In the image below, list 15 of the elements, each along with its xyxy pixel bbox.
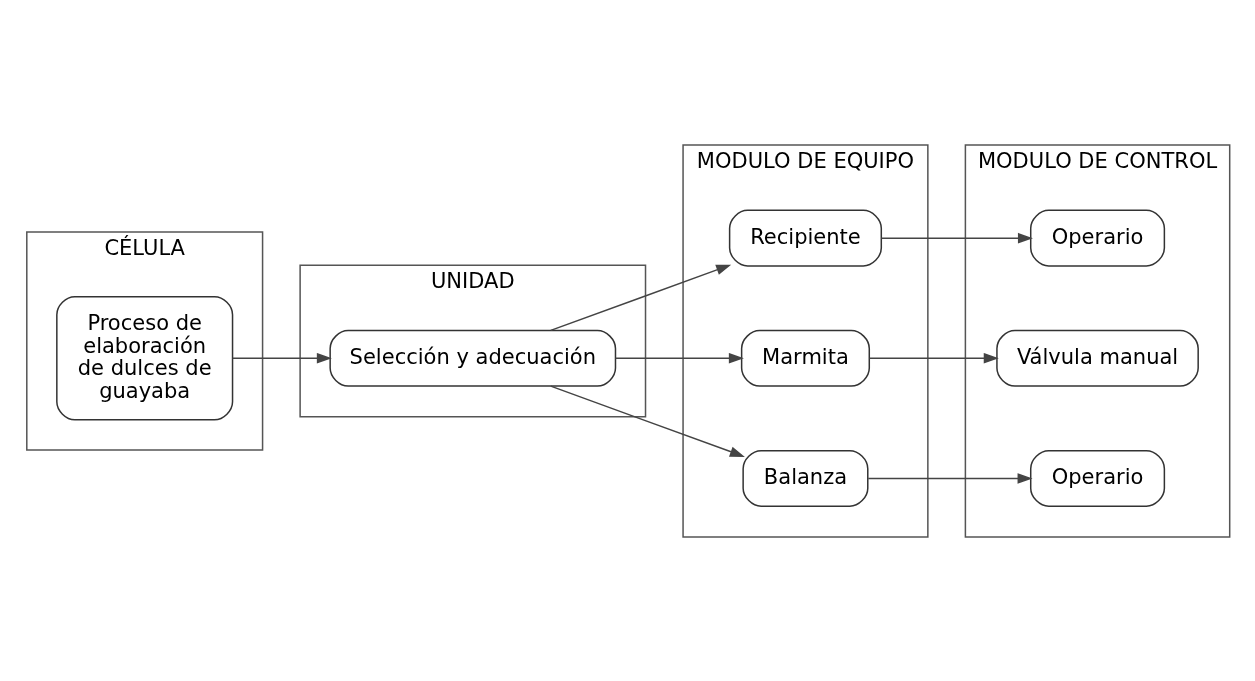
node-box: Válvula manual [996,329,1199,387]
arrow [614,352,744,364]
node-box: Balanza [742,449,869,507]
node-box: Operario [1029,449,1166,507]
arrow [550,264,732,331]
node-box: Operario [1029,209,1166,267]
arrow [880,232,1033,243]
node-box: Selección y adecuación [329,329,617,387]
arrow [868,352,999,364]
node-box: Marmita [740,329,871,387]
arrow [550,384,745,457]
node-box: Recipiente [728,209,883,267]
arrow [232,352,332,364]
arrow [867,472,1033,484]
node-box: Proceso de elaboración de dulces de guayaba [56,295,234,421]
